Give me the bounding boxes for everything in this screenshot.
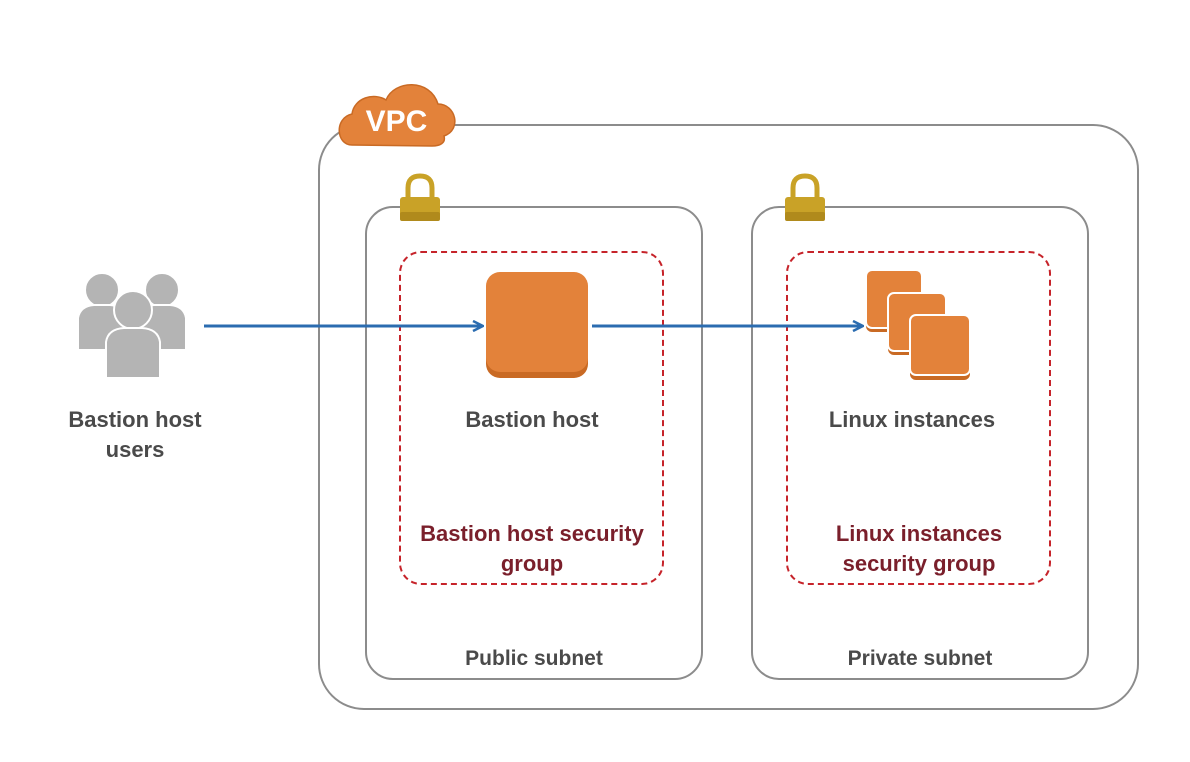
cloud-icon [338,84,456,147]
users-icon [77,272,187,379]
ec2-instance-icon [486,272,588,378]
bastion-security-group-label: Bastion host security group [420,521,644,576]
linux-security-group-boundary [786,251,1051,585]
public-subnet-container [365,206,703,680]
bastion-security-group-boundary [399,251,664,585]
linux-instances-label: Linux instances [828,407,996,432]
bastion-host-label: Bastion host [465,407,599,432]
private-subnet-label: Private subnet [847,647,993,670]
linux-security-group-label: Linux instances security group [835,521,1003,576]
vpc-container [318,124,1139,710]
private-subnet-container [751,206,1089,680]
vpc-badge-label: VPC [365,105,428,138]
lock-icon [785,173,825,221]
public-subnet-label: Public subnet [465,647,603,670]
ec2-instances-icon [865,269,971,380]
lock-icon [400,173,440,221]
users-label: Bastion host users [68,407,202,462]
